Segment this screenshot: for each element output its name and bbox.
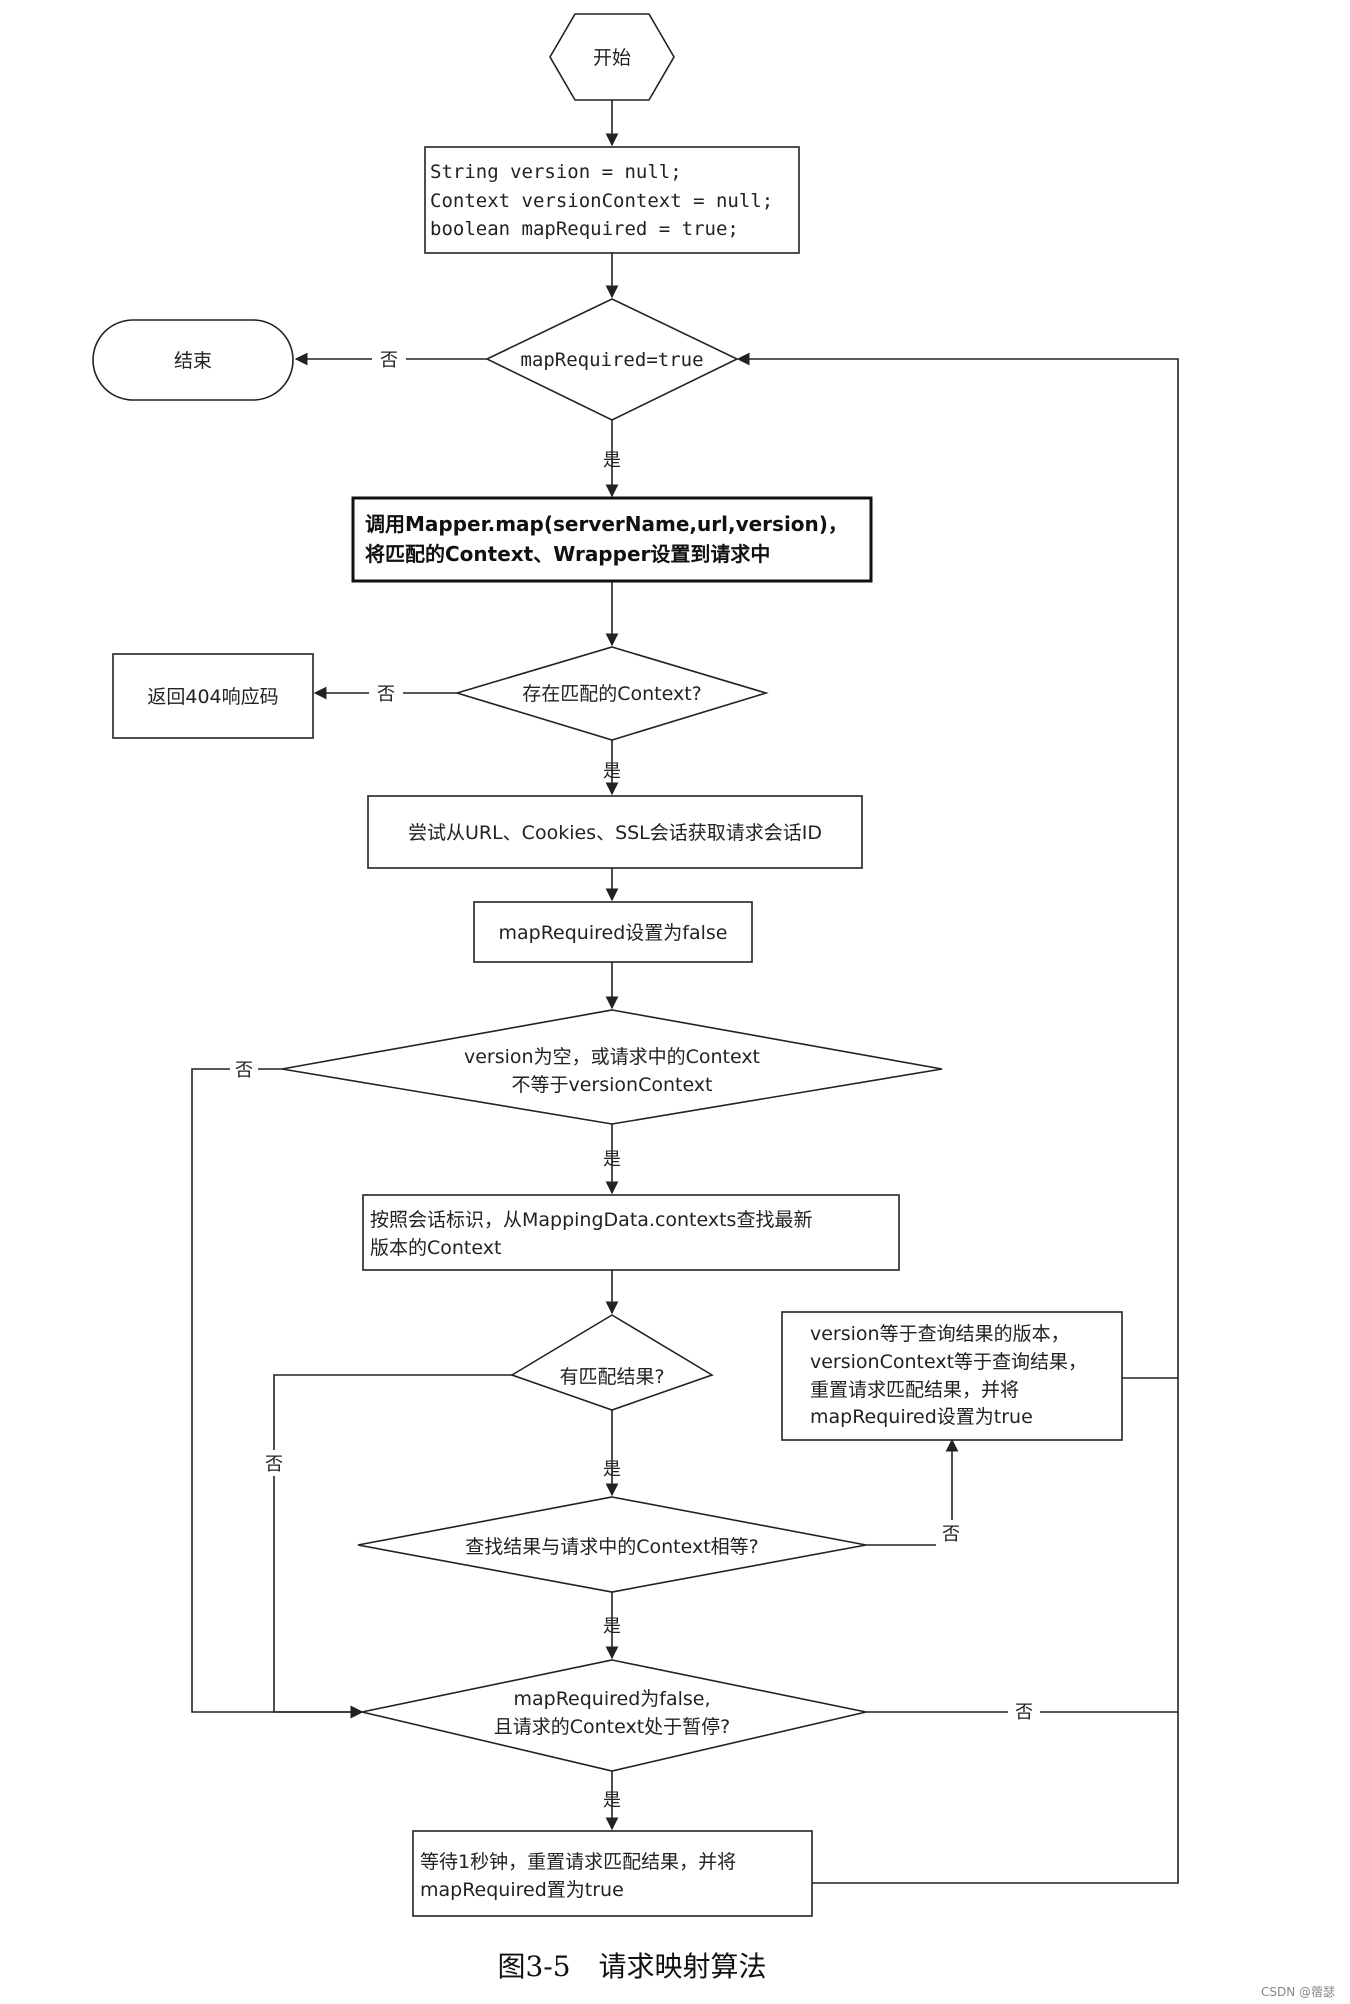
node-equal-check: 查找结果与请求中的Context相等? xyxy=(357,1496,867,1593)
node-loop-check: mapRequired=true xyxy=(485,298,739,421)
watermark: CSDN @蓿瑟 xyxy=(1261,1985,1335,1999)
node-session-id-label: 尝试从URL、Cookies、SSL会话获取请求会话ID xyxy=(408,822,822,844)
node-version-check-line-2: 不等于versionContext xyxy=(511,1074,712,1096)
edge-label-backgrounds xyxy=(230,346,1040,1725)
node-equal-check-label: 查找结果与请求中的Context相等? xyxy=(465,1536,759,1558)
node-version-check-line-1: version为空，或请求中的Context xyxy=(464,1046,760,1068)
node-lookup: 按照会话标识，从MappingData.contexts查找最新 版本的Cont… xyxy=(362,1194,900,1271)
node-init-line-3: boolean mapRequired = true; xyxy=(430,218,739,240)
label-version-no: 否 xyxy=(235,1060,253,1081)
node-has-match-label: 有匹配结果? xyxy=(559,1366,664,1388)
node-lookup-line-1: 按照会话标识，从MappingData.contexts查找最新 xyxy=(370,1209,812,1231)
node-update-version-line-2: versionContext等于查询结果， xyxy=(810,1351,1087,1373)
label-equal-yes: 是 xyxy=(603,1616,621,1637)
label-context-yes: 是 xyxy=(603,761,621,782)
node-map-call: 调用Mapper.map(serverName,url,version)， 将匹… xyxy=(351,496,873,583)
node-paused-check-line-1: mapRequired为false, xyxy=(513,1688,710,1710)
label-match-no: 否 xyxy=(265,1454,283,1475)
node-context-exists: 存在匹配的Context? xyxy=(454,646,769,741)
node-lookup-line-2: 版本的Context xyxy=(370,1237,501,1259)
label-loop-yes: 是 xyxy=(603,450,621,471)
node-paused-check: mapRequired为false, 且请求的Context处于暂停? xyxy=(361,1659,867,1772)
label-paused-yes: 是 xyxy=(603,1790,621,1811)
node-init: String version = null; Context versionCo… xyxy=(424,146,800,254)
label-equal-no: 否 xyxy=(942,1524,960,1545)
node-return-404: 返回404响应码 xyxy=(112,653,314,739)
node-init-line-2: Context versionContext = null; xyxy=(430,190,773,212)
node-start: 开始 xyxy=(549,13,675,101)
node-end-label: 结束 xyxy=(174,350,212,372)
label-version-yes: 是 xyxy=(603,1149,621,1170)
node-return-404-label: 返回404响应码 xyxy=(147,686,278,708)
node-context-exists-label: 存在匹配的Context? xyxy=(522,683,702,705)
label-paused-no: 否 xyxy=(1015,1702,1033,1723)
edge-labels: 否 是 否 是 否 是 否 是 否 是 否 是 xyxy=(235,350,1033,1811)
node-has-match: 有匹配结果? xyxy=(510,1314,714,1411)
node-start-label: 开始 xyxy=(593,47,631,69)
node-init-line-1: String version = null; xyxy=(430,161,682,183)
node-wait-line-1: 等待1秒钟，重置请求匹配结果，并将 xyxy=(420,1851,736,1873)
node-wait-line-2: mapRequired置为true xyxy=(420,1879,624,1901)
node-update-version-line-1: version等于查询结果的版本， xyxy=(810,1323,1070,1345)
node-end: 结束 xyxy=(92,319,294,401)
node-wait: 等待1秒钟，重置请求匹配结果，并将 mapRequired置为true xyxy=(412,1830,813,1917)
node-version-check: version为空，或请求中的Context 不等于versionContext xyxy=(281,1009,943,1125)
node-map-call-line-1: 调用Mapper.map(serverName,url,version)， xyxy=(365,512,848,536)
node-map-call-line-2: 将匹配的Context、Wrapper设置到请求中 xyxy=(365,542,770,566)
label-match-yes: 是 xyxy=(603,1459,621,1480)
label-context-no: 否 xyxy=(377,684,395,705)
node-paused-check-line-2: 且请求的Context处于暂停? xyxy=(494,1716,731,1738)
node-update-version: version等于查询结果的版本， versionContext等于查询结果， … xyxy=(781,1311,1123,1441)
node-loop-check-label: mapRequired=true xyxy=(520,349,703,371)
label-loop-no: 否 xyxy=(380,350,398,371)
node-set-false-label: mapRequired设置为false xyxy=(499,922,728,944)
node-set-false: mapRequired设置为false xyxy=(473,901,753,963)
node-update-version-line-4: mapRequired设置为true xyxy=(810,1406,1033,1428)
node-session-id: 尝试从URL、Cookies、SSL会话获取请求会话ID xyxy=(367,795,863,869)
figure-caption: 图3-5 请求映射算法 xyxy=(497,1950,766,1983)
node-update-version-line-3: 重置请求匹配结果，并将 xyxy=(810,1379,1019,1401)
